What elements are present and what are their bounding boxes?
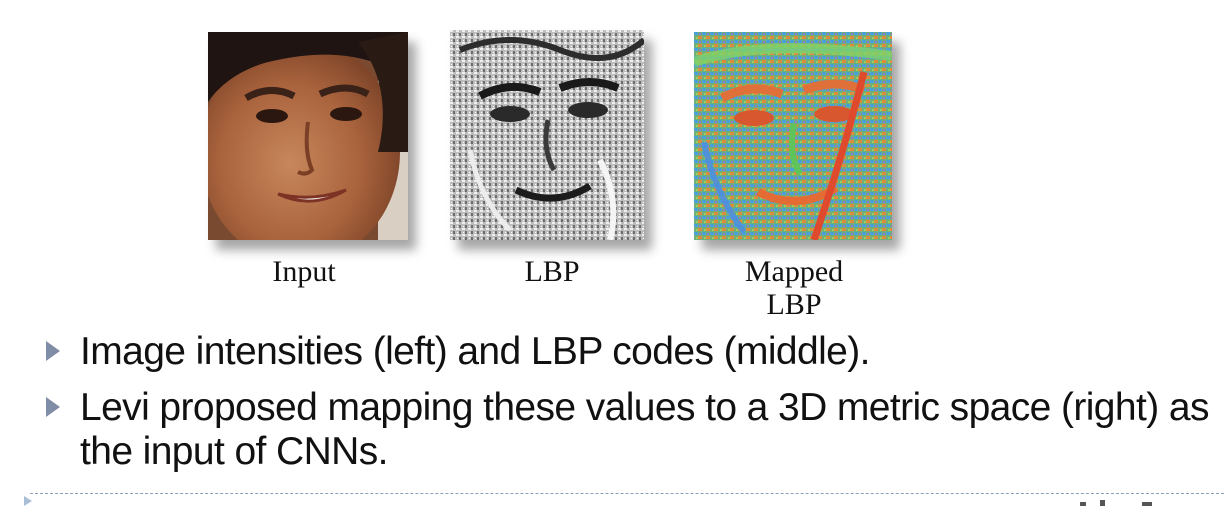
bullet-text: Levi proposed mapping these values to a …: [80, 386, 1209, 473]
input-face-image: [208, 32, 408, 240]
lbp-code-image: [450, 30, 644, 240]
caption-lbp: LBP: [524, 255, 580, 288]
bullet-item: Levi proposed mapping these values to a …: [46, 386, 1216, 474]
page-number-fragment: [1080, 500, 1152, 506]
footer-divider: [30, 493, 1224, 494]
mapped-lbp-image: [694, 32, 892, 240]
caption-input: Input: [272, 255, 336, 288]
bullet-text: Image intensities (left) and LBP codes (…: [80, 330, 870, 373]
corner-triangle-icon: [24, 496, 32, 506]
bullet-item: Image intensities (left) and LBP codes (…: [46, 330, 1216, 374]
caption-mapped-lbp-line2: LBP: [766, 288, 822, 321]
caption-mapped-lbp-line1: Mapped: [744, 255, 844, 288]
face-figure: Input LBP Mapped LBP: [196, 22, 906, 326]
bullet-list: Image intensities (left) and LBP codes (…: [46, 330, 1216, 474]
triangle-bullet-icon: [46, 341, 60, 361]
triangle-bullet-icon: [46, 397, 60, 417]
